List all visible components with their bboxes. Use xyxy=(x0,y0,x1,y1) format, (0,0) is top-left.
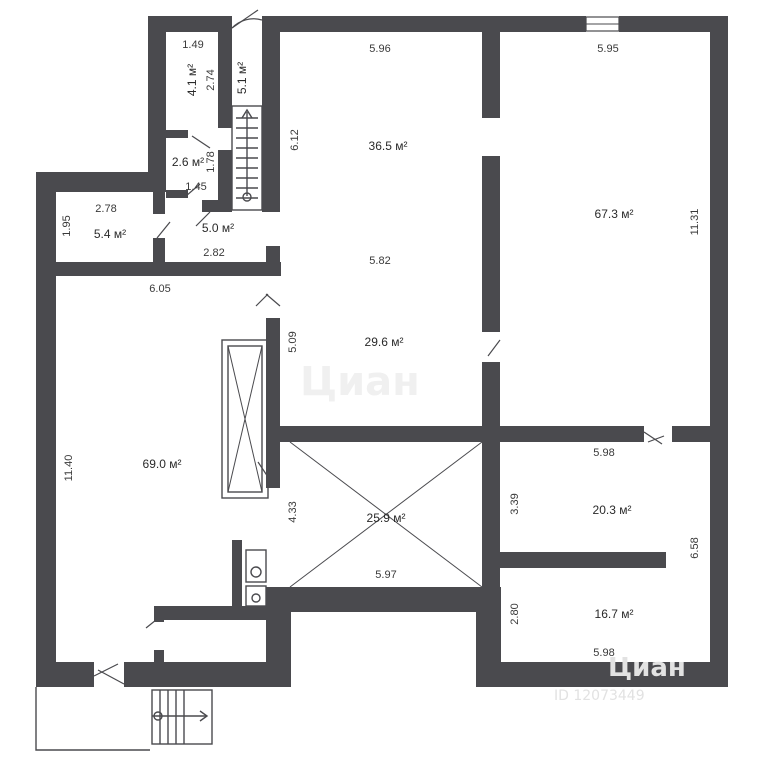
dim-1-78: 1.78 xyxy=(205,151,217,172)
dim-2-82: 2.82 xyxy=(203,247,224,259)
area-67-3: 67.3 м² xyxy=(595,207,634,221)
dim-3-39: 3.39 xyxy=(509,493,521,514)
area-labels: 4.1 м² 5.1 м² 2.6 м² 5.4 м² 5.0 м² 36.5 … xyxy=(94,62,634,621)
watermark-center: Циан xyxy=(300,359,420,405)
dim-5-09: 5.09 xyxy=(287,331,299,352)
watermark-logo: Циан xyxy=(608,653,686,683)
area-25-9: 25.9 м² xyxy=(367,511,406,525)
area-5-1: 5.1 м² xyxy=(235,62,249,94)
dim-5-82: 5.82 xyxy=(369,255,390,267)
area-69-0: 69.0 м² xyxy=(143,457,182,471)
walls xyxy=(36,16,728,687)
dim-2-78: 2.78 xyxy=(95,203,116,215)
dim-5-97: 5.97 xyxy=(375,569,396,581)
dim-6-58: 6.58 xyxy=(689,537,701,558)
stairs xyxy=(35,105,483,751)
dim-5-95: 5.95 xyxy=(597,43,618,55)
dim-6-12: 6.12 xyxy=(289,129,301,150)
dim-2-74: 2.74 xyxy=(205,69,217,90)
dim-1-49: 1.49 xyxy=(182,39,203,51)
dim-2-80: 2.80 xyxy=(509,603,521,624)
dim-11-40: 11.40 xyxy=(63,455,75,482)
dim-4-33: 4.33 xyxy=(287,501,299,522)
dim-5-98-bottom: 5.98 xyxy=(593,647,614,659)
watermark-id: ID 12073449 xyxy=(554,688,645,704)
dim-1-95: 1.95 xyxy=(61,215,73,236)
area-4-1: 4.1 м² xyxy=(185,64,199,96)
area-29-6: 29.6 м² xyxy=(365,335,404,349)
area-20-3: 20.3 м² xyxy=(593,503,632,517)
dimension-labels: 1.49 2.74 5.96 5.95 6.12 1.78 1.45 2.78 … xyxy=(61,39,701,659)
area-5-4: 5.4 м² xyxy=(94,227,126,241)
dim-6-05: 6.05 xyxy=(149,283,170,295)
dim-5-96: 5.96 xyxy=(369,43,390,55)
area-36-5: 36.5 м² xyxy=(369,139,408,153)
dim-11-31: 11.31 xyxy=(689,209,701,236)
watermark: Циан ID 12073449 xyxy=(554,653,686,704)
dim-1-45: 1.45 xyxy=(185,181,206,193)
dim-5-98-top: 5.98 xyxy=(593,447,614,459)
area-2-6: 2.6 м² xyxy=(172,155,204,169)
area-16-7: 16.7 м² xyxy=(595,607,634,621)
area-5-0: 5.0 м² xyxy=(202,221,234,235)
